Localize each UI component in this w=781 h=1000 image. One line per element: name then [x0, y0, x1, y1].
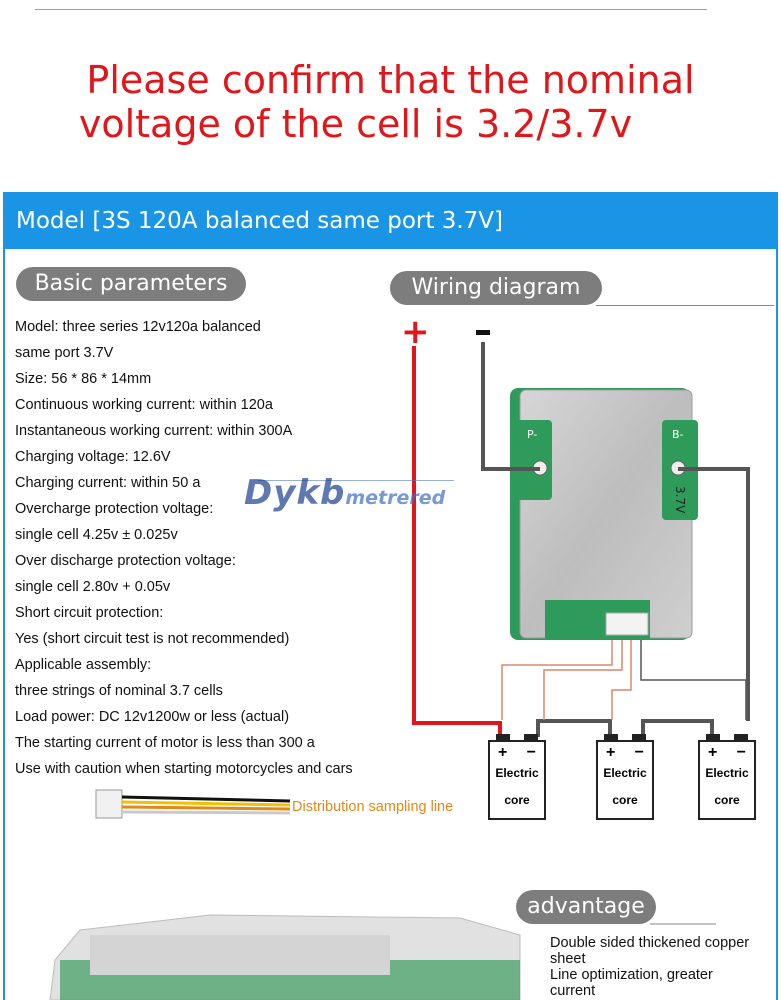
cell-plus: +	[498, 744, 508, 761]
cell-label: Electric	[495, 766, 539, 780]
cell-minus: −	[634, 744, 644, 761]
param-line: Charging current: within 50 a	[15, 475, 201, 491]
advantage-list: Double sided thickened copper sheet Line…	[550, 935, 749, 999]
wiring-heading-rule	[596, 305, 774, 306]
cell-minus: −	[736, 744, 746, 761]
param-line: Short circuit protection:	[15, 605, 164, 621]
headline-line-1: Please confirm that the nominal	[86, 58, 695, 102]
param-line: single cell 2.80v + 0.05v	[15, 579, 171, 595]
model-title-bar: Model [3S 120A balanced same port 3.7V]	[5, 194, 776, 249]
param-line: Overcharge protection voltage:	[15, 501, 214, 517]
advantage-line: current	[550, 983, 596, 999]
cell-label: Electric	[705, 766, 749, 780]
headline: Please confirm that the nominal voltage …	[0, 58, 781, 146]
advantage-line: sheet	[550, 951, 586, 967]
cell-label: Electric	[603, 766, 647, 780]
basic-parameters-list: Model: three series 12v120a balanced sam…	[15, 314, 395, 782]
param-line: Continuous working current: within 120a	[15, 397, 273, 413]
param-line: three strings of nominal 3.7 cells	[15, 683, 223, 699]
param-line: single cell 4.25v ± 0.025v	[15, 527, 178, 543]
param-line: Over discharge protection voltage:	[15, 553, 236, 569]
param-line: Use with caution when starting motorcycl…	[15, 761, 353, 777]
sampling-line-label: Distribution sampling line	[292, 799, 454, 815]
electric-core-2: + − Electric core	[596, 734, 654, 820]
wiring-diagram-heading: Wiring diagram	[390, 271, 602, 305]
basic-parameters-heading: Basic parameters	[16, 267, 246, 301]
electric-core-3: + − Electric core	[698, 734, 756, 820]
electric-core-1: + − Electric core	[488, 734, 546, 820]
param-line: same port 3.7V	[15, 345, 114, 361]
top-divider	[35, 9, 707, 10]
cell-label: core	[612, 793, 638, 807]
advantage-heading: advantage	[516, 890, 656, 924]
cell-plus: +	[708, 744, 718, 761]
watermark-rule	[258, 480, 454, 481]
param-line: Size: 56 * 86 * 14mm	[15, 371, 152, 387]
param-line: Yes (short circuit test is not recommend…	[15, 631, 290, 647]
cell-minus: −	[526, 744, 536, 761]
param-line: The starting current of motor is less th…	[15, 735, 315, 751]
param-line: Instantaneous working current: within 30…	[15, 423, 293, 439]
cell-plus: +	[606, 744, 616, 761]
advantage-line: Double sided thickened copper	[550, 935, 750, 951]
watermark-logo: Dykbmetrered	[244, 473, 446, 513]
param-line: Load power: DC 12v1200w or less (actual)	[15, 709, 290, 725]
param-line: Model: three series 12v120a balanced	[15, 319, 261, 335]
advantage-line: Line optimization, greater	[550, 967, 713, 983]
cell-label: core	[504, 793, 530, 807]
headline-line-2: voltage of the cell is 3.2/3.7v	[78, 102, 633, 146]
param-line: Charging voltage: 12.6V	[15, 449, 171, 465]
cell-label: core	[714, 793, 740, 807]
param-line: Applicable assembly:	[15, 657, 152, 673]
